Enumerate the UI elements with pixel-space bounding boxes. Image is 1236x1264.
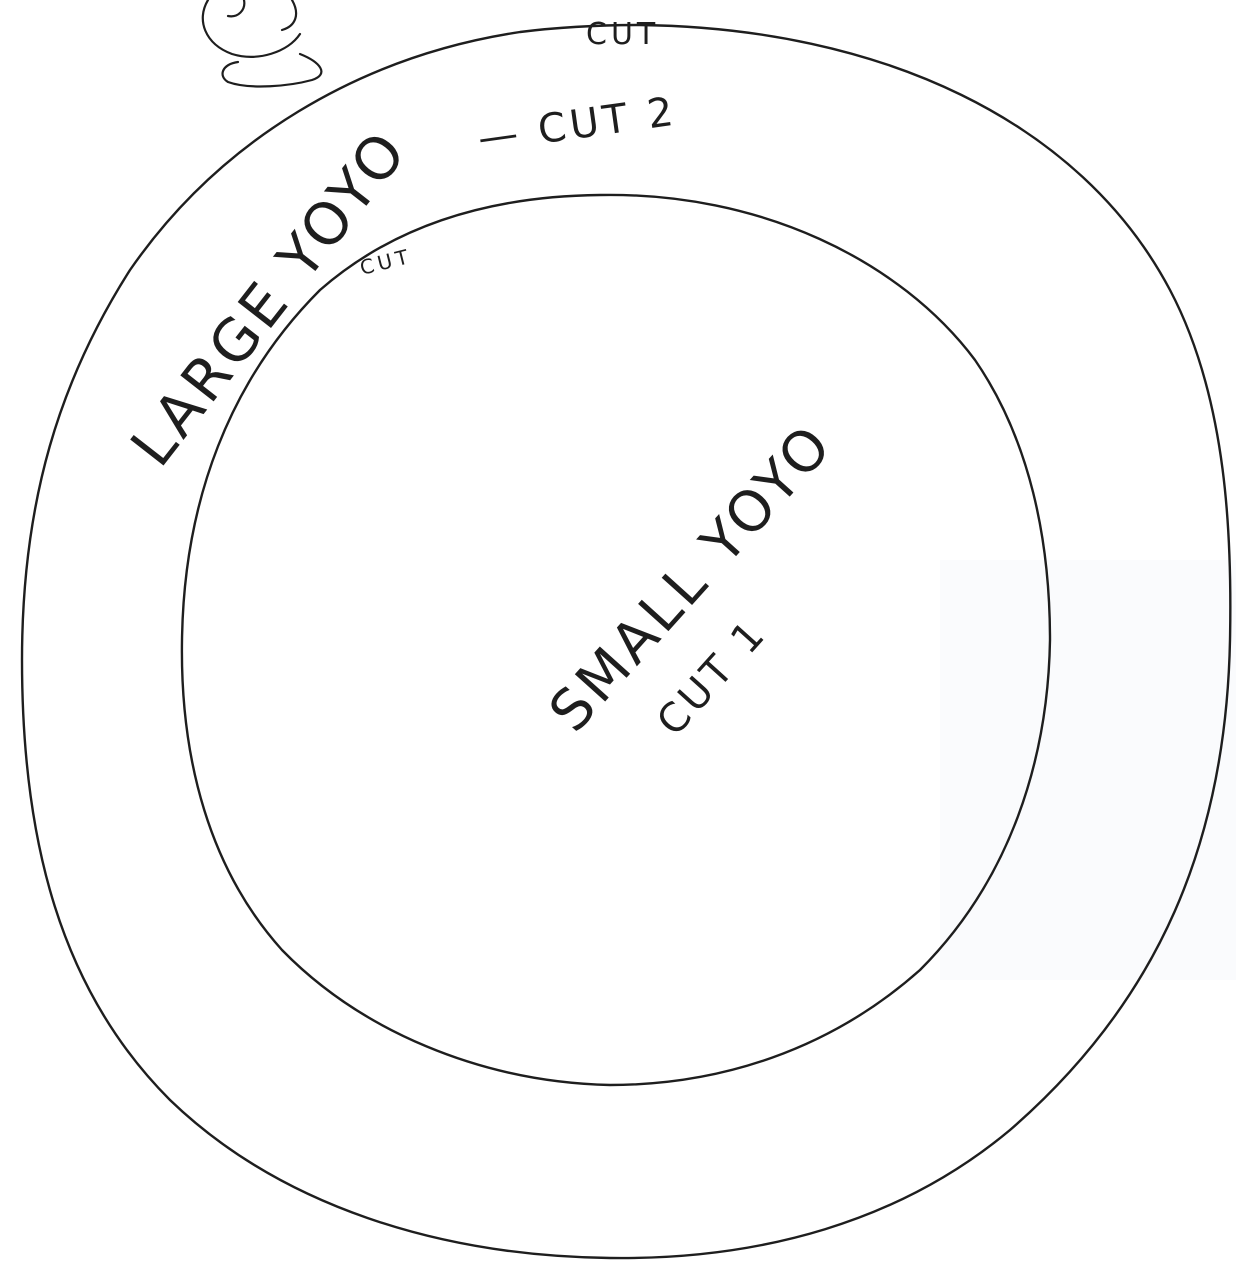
- paper-patch: [210, 88, 425, 98]
- outer-cut-label: CUT: [586, 17, 659, 52]
